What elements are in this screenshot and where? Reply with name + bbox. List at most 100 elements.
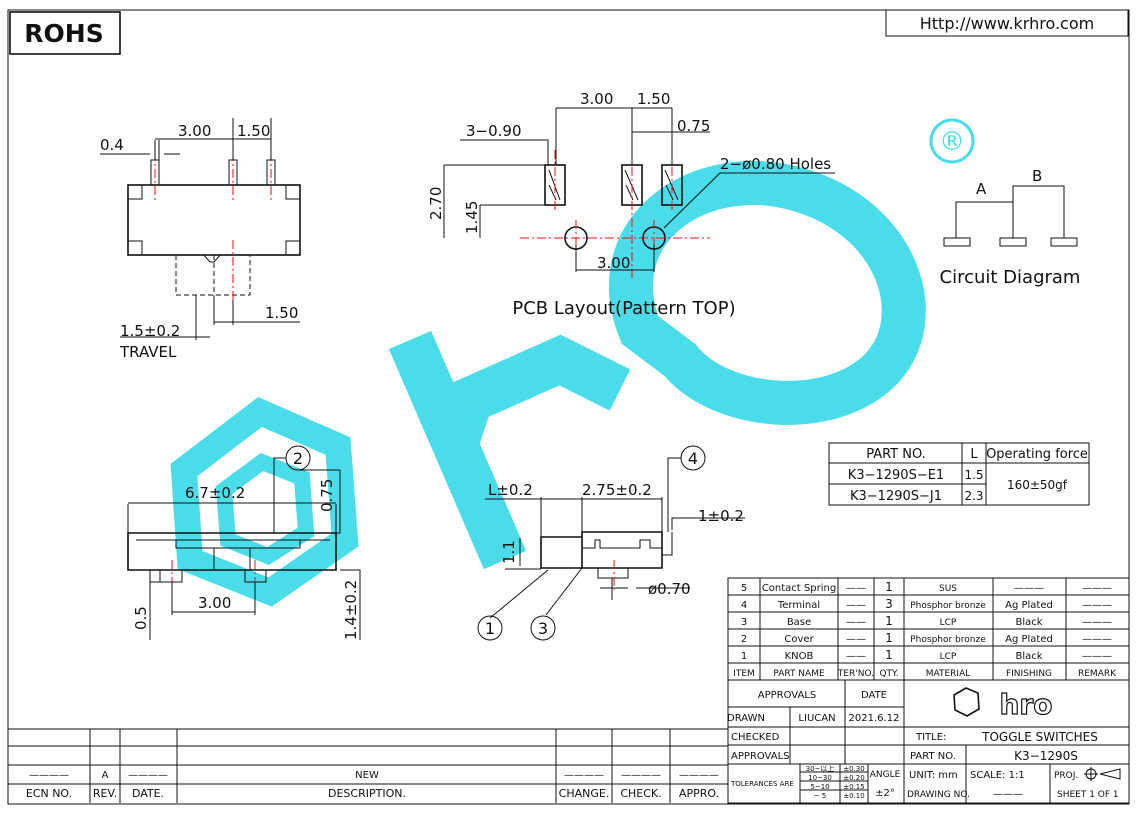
pcb-layout: 3.00 1.50 0.75 3−0.90 2−ø0.80 Holes 2.70… bbox=[427, 90, 835, 319]
revision-block: A NEW ———— ———— ———— ———— ———— ECN NO. R… bbox=[8, 728, 728, 803]
bom-row-1-rem: ——— bbox=[1082, 651, 1112, 662]
travel-label: TRAVEL bbox=[119, 343, 177, 361]
tb-approvals: APPROVALS bbox=[758, 690, 817, 701]
tb-drawing-no: DRAWING NO. bbox=[907, 790, 970, 800]
bom-header-3: QTY. bbox=[879, 669, 898, 679]
website-url: Http://www.krhro.com bbox=[920, 14, 1094, 33]
side-dim-0-5: 0.5 bbox=[132, 606, 150, 630]
side-dim-0-75: 0.75 bbox=[318, 479, 336, 512]
tb-proj: PROJ. bbox=[1054, 771, 1078, 781]
end-dim-1-1: 1.1 bbox=[500, 540, 518, 564]
tb-partno: K3−1290S bbox=[1014, 749, 1078, 763]
pt-header-force: Operating force bbox=[986, 447, 1088, 462]
pt-row2-l: 2.3 bbox=[964, 489, 983, 503]
tol-range-2: 5~10 bbox=[810, 783, 829, 791]
pcb-dim-1-45: 1.45 bbox=[463, 201, 481, 234]
bom-row-4-fin: Ag Plated bbox=[1005, 600, 1053, 611]
pt-header-partno: PART NO. bbox=[866, 447, 926, 462]
rev-appro-dash: ———— bbox=[679, 770, 719, 781]
tb-unit: UNIT: mm bbox=[909, 770, 958, 781]
tb-title: TOGGLE SWITCHES bbox=[981, 730, 1098, 744]
pcb-dim-3-00-bottom: 3.00 bbox=[597, 254, 630, 272]
tb-title-label: TITLE: bbox=[915, 732, 946, 743]
rev-letter: A bbox=[102, 770, 109, 781]
tol-val-1: ±0.20 bbox=[843, 774, 864, 782]
bom-row-1-qty: 1 bbox=[885, 648, 893, 662]
bom-row-4-name: Terminal bbox=[777, 600, 820, 611]
bom-row-2-ter: —— bbox=[846, 634, 866, 645]
bom-header-1: PART NAME bbox=[773, 669, 825, 679]
bom-row-2-item: 2 bbox=[741, 634, 747, 645]
side-view: 2 6.7±0.2 0.75 0.5 3.00 1.4±0.2 bbox=[127, 445, 361, 640]
top-view: 3.00 1.50 0.4 1.50 1.5±0.2 TRAVEL bbox=[100, 118, 301, 361]
dim-1-50: 1.50 bbox=[237, 122, 270, 140]
part-number-table: PART NO. L Operating force K3−1290S−E1 1… bbox=[828, 442, 1090, 506]
rev-h-check: CHECK. bbox=[620, 787, 661, 800]
tb-checked: CHECKED bbox=[731, 732, 780, 743]
end-dim-2-75: 2.75±0.2 bbox=[582, 481, 652, 499]
circuit-label-a: A bbox=[976, 180, 987, 198]
end-dim-1: 1±0.2 bbox=[698, 507, 744, 525]
rev-change-dash: ———— bbox=[564, 770, 604, 781]
bom-header-4: MATERIAL bbox=[926, 669, 971, 679]
pcb-dim-3-0-90: 3−0.90 bbox=[466, 122, 522, 140]
bom-row-1-name: KNOB bbox=[785, 651, 814, 662]
bom-row-5-ter: —— bbox=[846, 583, 866, 594]
bom-row-5-rem: ——— bbox=[1082, 583, 1112, 594]
pt-row1-l: 1.5 bbox=[964, 468, 983, 482]
bom-row-5-mat: SUS bbox=[939, 584, 957, 594]
pcb-holes-note: 2−ø0.80 Holes bbox=[720, 155, 831, 173]
rev-h-ecn: ECN NO. bbox=[26, 787, 72, 800]
pcb-dim-1-50: 1.50 bbox=[637, 90, 670, 108]
bom-row-5-name: Contact Spring bbox=[762, 583, 836, 594]
hro-watermark: ® bbox=[170, 118, 975, 607]
callout-3: 3 bbox=[538, 619, 548, 638]
tb-angle-val: ±2° bbox=[875, 788, 895, 799]
bom-row-4-qty: 3 bbox=[885, 597, 893, 611]
pt-row2-partno: K3−1290S−J1 bbox=[850, 489, 942, 504]
bom-row-4-item: 4 bbox=[741, 600, 747, 611]
tb-date: DATE bbox=[861, 690, 887, 701]
bom-row-2-mat: Phosphor bronze bbox=[910, 635, 986, 645]
dim-0-4: 0.4 bbox=[100, 136, 124, 154]
tb-sheet: SHEET 1 OF 1 bbox=[1057, 790, 1119, 800]
projection-symbol-icon bbox=[1084, 767, 1121, 781]
bom-header-5: FINISHING bbox=[1006, 669, 1052, 679]
rev-h-rev: REV. bbox=[93, 787, 117, 800]
bom-row-1-ter: —— bbox=[846, 651, 866, 662]
tol-range-0: 30~以上 bbox=[806, 764, 835, 773]
pt-row1-partno: K3−1290S−E1 bbox=[848, 468, 944, 483]
tol-val-2: ±0.15 bbox=[843, 783, 864, 791]
bom-row-1-fin: Black bbox=[1015, 651, 1042, 662]
pcb-dim-2-70: 2.70 bbox=[427, 187, 445, 220]
bom-row-3-mat: LCP bbox=[940, 618, 957, 628]
callout-2: 2 bbox=[293, 449, 303, 468]
title-block: APPROVALS DATE DRAWN LIUCAN 2021.6.12 CH… bbox=[727, 679, 1130, 804]
tb-tolerance-label: TOLERANCES ARE bbox=[730, 780, 794, 788]
bom-row-1-mat: LCP bbox=[940, 652, 957, 662]
rohs-label: ROHS bbox=[24, 19, 103, 48]
sheet-border bbox=[7, 9, 1130, 805]
pcb-caption: PCB Layout(Pattern TOP) bbox=[512, 298, 735, 319]
bom-row-3-qty: 1 bbox=[885, 614, 893, 628]
tol-range-3: ~ 5 bbox=[814, 792, 827, 800]
circuit-label-b: B bbox=[1032, 167, 1042, 185]
bom-header-6: REMARK bbox=[1078, 669, 1117, 679]
pt-force: 160±50gf bbox=[1007, 478, 1068, 492]
bom-row-3-rem: ——— bbox=[1082, 617, 1112, 628]
bom-row-4-ter: —— bbox=[846, 600, 866, 611]
rev-check-dash: ———— bbox=[621, 770, 661, 781]
rev-h-desc: DESCRIPTION. bbox=[328, 787, 406, 800]
bom-header-2: TER'NO. bbox=[837, 669, 874, 679]
bom-row-4-rem: ——— bbox=[1082, 600, 1112, 611]
rev-h-appro: APPRO. bbox=[679, 787, 719, 800]
bom-row-2-name: Cover bbox=[784, 634, 814, 645]
bom-row-3-name: Base bbox=[787, 617, 811, 628]
tb-drawn-date: 2021.6.12 bbox=[849, 713, 900, 724]
pcb-dim-0-75: 0.75 bbox=[677, 117, 710, 135]
rev-date-dash: ———— bbox=[128, 770, 168, 781]
tb-drawn: DRAWN bbox=[727, 713, 765, 724]
tb-scale: SCALE: 1:1 bbox=[970, 770, 1025, 781]
